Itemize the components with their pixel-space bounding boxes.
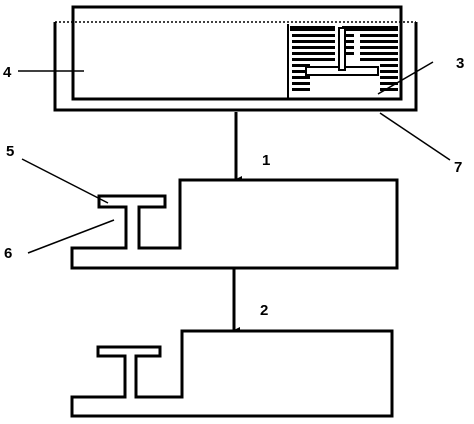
leader-line-5 — [21, 158, 109, 204]
coil-structure — [287, 24, 398, 99]
workpiece-stage-2 — [70, 329, 394, 418]
workpiece-2-outline — [70, 329, 394, 418]
coil-mount — [305, 27, 379, 76]
tank-inner-vessel — [71, 5, 403, 101]
workpiece-stage-1 — [70, 178, 399, 270]
label-7: 7 — [454, 159, 462, 176]
workpiece-1-outline — [70, 178, 399, 270]
label-1: 1 — [262, 152, 270, 169]
label-2: 2 — [260, 302, 268, 319]
tank-outer-wall — [53, 22, 418, 112]
coil-left — [290, 26, 335, 91]
leader-line-6 — [27, 219, 115, 254]
label-4: 4 — [3, 64, 12, 81]
label-5: 5 — [6, 143, 14, 160]
label-6: 6 — [4, 245, 12, 262]
leader-line-3 — [377, 61, 434, 95]
leader-line-7 — [379, 112, 451, 161]
tank — [53, 5, 418, 112]
coil-right — [342, 26, 398, 91]
label-3: 3 — [456, 55, 464, 72]
